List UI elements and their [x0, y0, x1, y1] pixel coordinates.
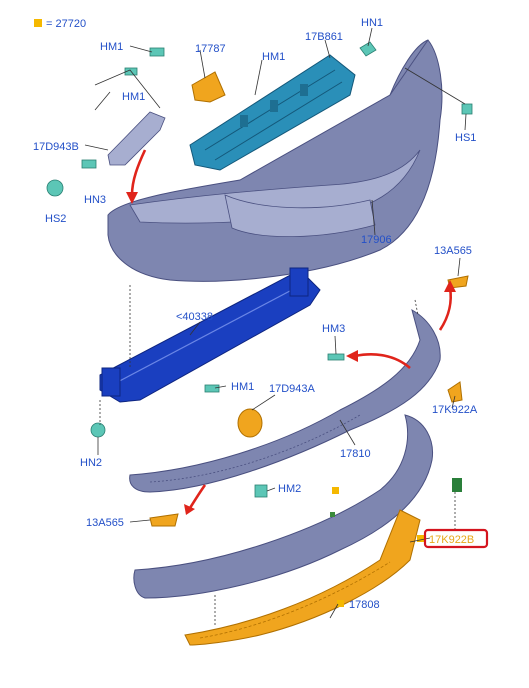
label-17787: 17787: [195, 43, 226, 55]
leader-lines: [84, 27, 467, 625]
label-hn2: HN2: [80, 457, 102, 469]
label-17k922a: 17K922A: [432, 404, 478, 416]
hs2-fastener: [46, 179, 64, 197]
label-hs2: HS2: [45, 213, 66, 225]
diffuser-17808: [184, 509, 421, 646]
lower-cover: [133, 414, 434, 599]
label-17k922b: 17K922B: [429, 534, 474, 546]
label-17d943b: 17D943B: [33, 141, 79, 153]
label-hm3: HM3: [322, 323, 345, 335]
bumper-cover-17906: [107, 39, 443, 282]
hn2-fastener: [90, 422, 106, 438]
label-17808: 17808: [349, 599, 380, 611]
hm1-top-fastener: [149, 47, 165, 57]
hs1-fastener: [461, 103, 473, 115]
hm1-mid-clip: [204, 384, 220, 393]
bracket-17k922a: [447, 381, 463, 403]
lower-valance-17810: [129, 308, 441, 493]
bracket-13a565-left: [149, 513, 179, 527]
impact-absorber-40338: [99, 267, 321, 403]
highlight-box-17k922b[interactable]: [423, 528, 489, 549]
bracket-17d943b: [107, 111, 166, 166]
legend-swatch: [34, 19, 42, 27]
marker-square-2: [337, 600, 344, 607]
label-hm1-mid: HM1: [231, 381, 254, 393]
hm3-clip: [327, 353, 345, 361]
label-17b861: 17B861: [305, 31, 343, 43]
marker-square-3: [417, 535, 424, 542]
label-17810: 17810: [340, 448, 371, 460]
label-13a565-left: 13A565: [86, 517, 124, 529]
label-hm2: HM2: [278, 483, 301, 495]
legend-text: = 27720: [46, 18, 86, 30]
hn3-fastener: [81, 159, 97, 169]
label-17906: 17906: [361, 234, 392, 246]
bracket-17787: [191, 71, 226, 103]
label-17d943a: 17D943A: [269, 383, 316, 395]
label-hn1: HN1: [361, 17, 383, 29]
hm2-clip: [254, 484, 268, 498]
hn1-fastener: [359, 41, 377, 57]
label-hs1: HS1: [455, 132, 476, 144]
label-hm1-top-mid: HM1: [262, 51, 285, 63]
marker-square-1: [332, 487, 339, 494]
bracket-17b861: [189, 54, 356, 171]
label-13a565-right: 13A565: [434, 245, 472, 257]
marker-square-4: [330, 512, 335, 517]
label-hn3: HN3: [84, 194, 106, 206]
fasteners-upper: [46, 41, 473, 197]
label-hm1-top-left: HM1: [100, 41, 123, 53]
red-arrows: [126, 149, 456, 515]
label-40338: <40338: [176, 311, 213, 323]
bracket-17k922b: [452, 478, 462, 492]
bracket-17d943a: [237, 408, 263, 438]
label-hm1-left2: HM1: [122, 91, 145, 103]
